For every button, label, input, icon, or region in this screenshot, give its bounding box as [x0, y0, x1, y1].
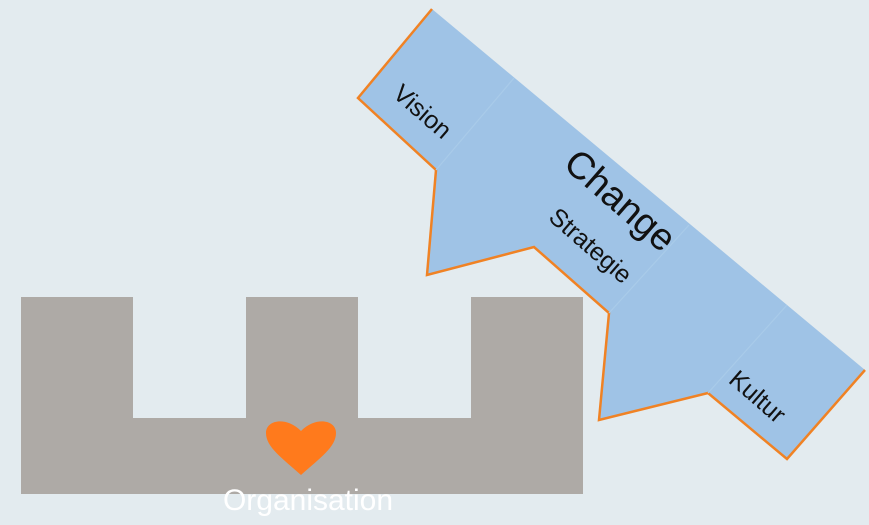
change-key-body [358, 9, 865, 459]
organisation-shape [21, 297, 583, 494]
change-key-divider-2 [608, 224, 690, 314]
change-key-divider-3 [707, 304, 788, 394]
change-key-divider-1 [435, 77, 515, 171]
heart-icon [266, 421, 336, 475]
organisation-label: Organisation [223, 484, 393, 517]
change-key: Change Vision Strategie Kultur [356, 8, 866, 461]
change-key-outline-upper [356, 8, 866, 461]
organisation-block: Organisation [21, 297, 583, 517]
